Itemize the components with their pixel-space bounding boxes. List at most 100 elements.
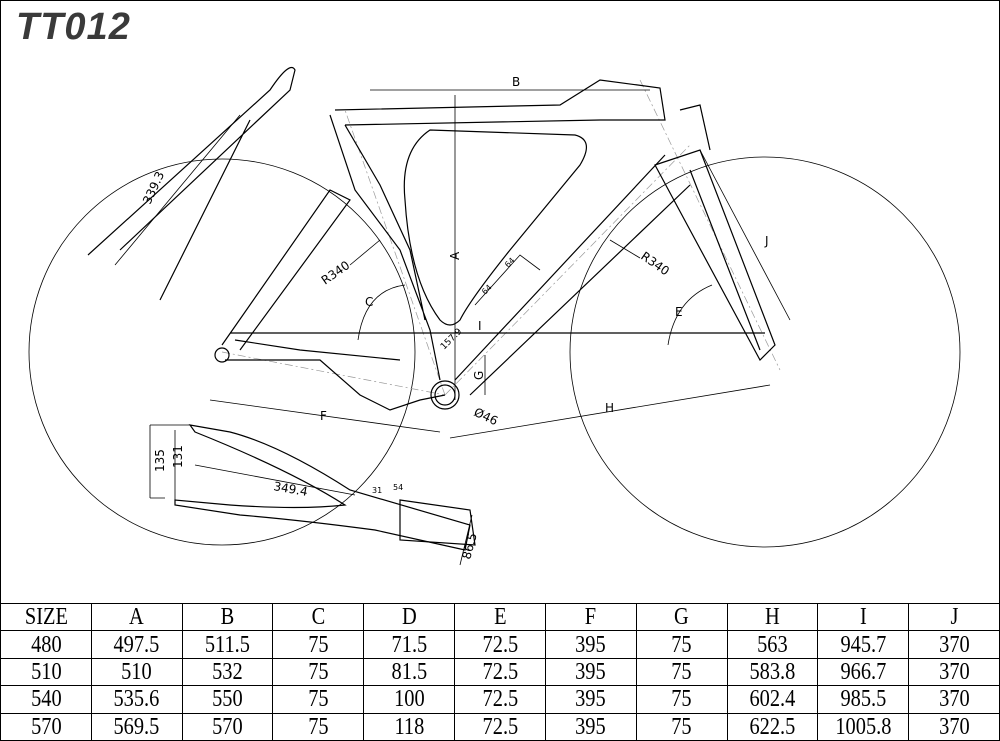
table-cell: 550 <box>188 685 267 714</box>
rear-dropout <box>214 347 230 363</box>
front-radius-label: R340 <box>638 249 672 278</box>
label-b: B <box>512 75 520 89</box>
stem-length-label: 349.4 <box>272 479 308 499</box>
table-cell: 81.5 <box>370 657 449 687</box>
bb-diameter-label: Ø46 <box>472 405 500 428</box>
label-h: H <box>605 401 614 415</box>
column-header: E <box>460 602 539 632</box>
bottle-mount-1-label: 64 <box>480 283 494 297</box>
head-tube <box>654 149 776 361</box>
column-header: B <box>188 602 267 632</box>
stem-h2-label: 131 <box>171 445 185 468</box>
down-tube <box>454 154 691 396</box>
table-cell: 72.5 <box>460 685 539 714</box>
table-cell: 497.5 <box>97 630 176 659</box>
rear-wheel-outline <box>28 158 416 546</box>
table-cell: 1005.8 <box>824 712 903 741</box>
table-cell: 100 <box>370 685 449 714</box>
table-cell: 563 <box>733 630 812 659</box>
fork <box>679 104 761 351</box>
column-header: H <box>733 602 812 632</box>
table-cell: 118 <box>370 712 449 741</box>
column-header: D <box>370 602 449 632</box>
model-title: TT012 <box>16 6 131 48</box>
table-cell: 535.6 <box>97 685 176 714</box>
column-header: A <box>97 602 176 632</box>
label-f: F <box>320 409 327 423</box>
table-cell: 583.8 <box>733 657 812 687</box>
top-tube <box>334 79 666 126</box>
table-cell: 532 <box>188 657 267 687</box>
stem-dimension-135 <box>149 424 190 499</box>
table-cell: 75 <box>279 657 358 687</box>
seatpost-dimension <box>114 114 241 266</box>
stem-a-label: 31 <box>372 486 382 495</box>
stem-b-label: 54 <box>393 483 403 492</box>
table-cell: 510 <box>6 657 85 687</box>
dimension-f <box>209 399 441 433</box>
table-cell: 72.5 <box>460 630 539 659</box>
table-cell: 75 <box>642 657 721 687</box>
table-cell: 75 <box>279 712 358 741</box>
table-cell: 72.5 <box>460 712 539 741</box>
table-cell: 395 <box>551 630 630 659</box>
table-cell: 540 <box>6 685 85 714</box>
table-cell: 75 <box>642 630 721 659</box>
table-cell: 622.5 <box>733 712 812 741</box>
table-cell: 395 <box>551 685 630 714</box>
table-cell: 370 <box>915 657 994 687</box>
dimension-j <box>699 149 791 321</box>
seatpost-length-label: 339.3 <box>140 169 167 206</box>
centerline <box>444 144 691 396</box>
table-cell: 569.5 <box>97 712 176 741</box>
stem-length-dimension <box>194 464 356 496</box>
column-header: F <box>551 602 630 632</box>
table-cell: 395 <box>551 712 630 741</box>
table-cell: 511.5 <box>188 630 267 659</box>
stem <box>174 424 471 551</box>
table-cell: 72.5 <box>460 657 539 687</box>
rear-radius-leader <box>349 239 381 266</box>
table-cell: 75 <box>642 712 721 741</box>
stem-width-dimension <box>459 514 473 566</box>
centerline <box>221 351 446 396</box>
angle-e-arc <box>667 284 713 346</box>
table-cell: 985.5 <box>824 685 903 714</box>
centerline <box>344 109 446 396</box>
centerline <box>639 79 781 371</box>
table-cell: 945.7 <box>824 630 903 659</box>
column-header: I <box>824 602 903 632</box>
angle-c-arc <box>357 284 406 341</box>
column-header: C <box>279 602 358 632</box>
label-g: G <box>472 371 486 380</box>
table-cell: 75 <box>279 685 358 714</box>
frame-geometry-drawing: 339.3 B A I H F G J C E R340 R340 157.9 … <box>28 66 961 566</box>
front-radius-leader <box>609 239 641 259</box>
stem-clamp <box>399 499 476 546</box>
table-cell: 75 <box>279 630 358 659</box>
label-j: J <box>764 234 769 248</box>
stem-width-label: 86.5 <box>459 531 479 560</box>
table-cell: 570 <box>188 712 267 741</box>
label-a: A <box>448 251 462 260</box>
stem-h1-label: 135 <box>153 449 167 472</box>
bottle-mount-dimension <box>474 254 541 306</box>
table-cell: 75 <box>642 685 721 714</box>
table-cell: 570 <box>6 712 85 741</box>
table-cell: 480 <box>6 630 85 659</box>
table-cell: 966.7 <box>824 657 903 687</box>
main-triangle-cutout <box>403 129 587 326</box>
label-c: C <box>365 295 373 309</box>
column-header: J <box>915 602 994 632</box>
table-cell: 370 <box>915 685 994 714</box>
bottle-mount-2-label: 64 <box>503 256 517 270</box>
table-cell: 71.5 <box>370 630 449 659</box>
front-wheel-outline <box>569 156 961 548</box>
column-header: SIZE <box>6 602 85 632</box>
seat-tube <box>329 114 441 381</box>
